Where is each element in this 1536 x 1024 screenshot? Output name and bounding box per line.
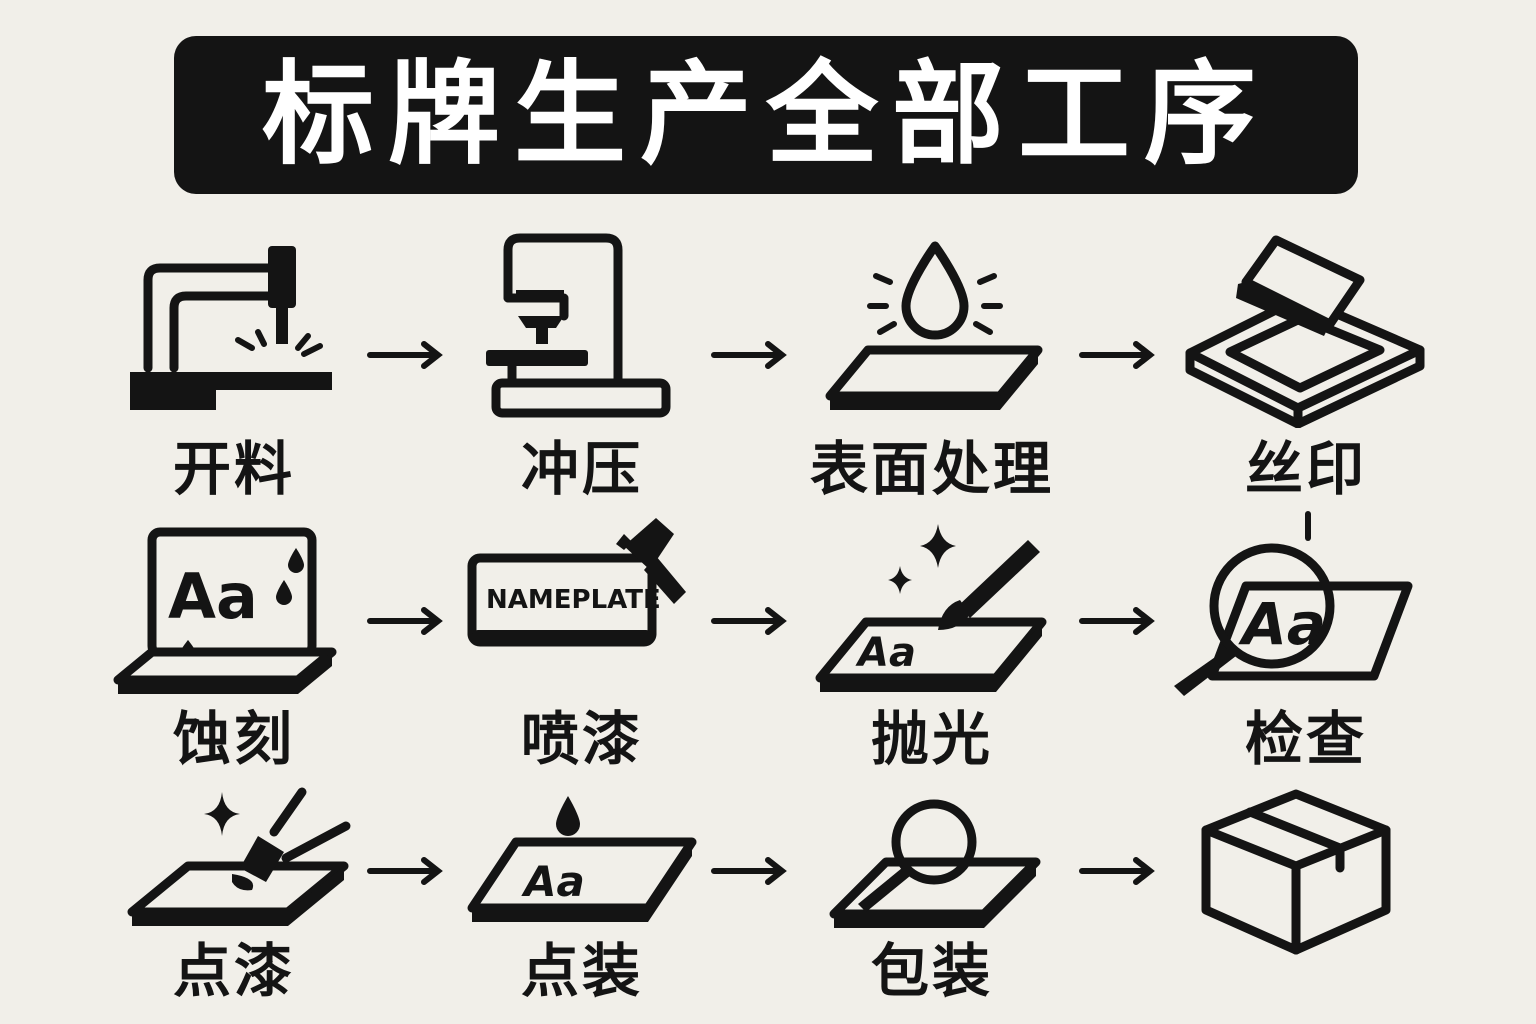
polishing-icon: Aa [810,510,1060,710]
right-arrow-icon [710,606,790,636]
spot-assembly-icon: Aa [456,778,706,978]
step-label-polishing: 抛光 [870,705,993,773]
title-banner: 标牌生产全部工序 [174,36,1358,194]
step-label-screen-printing: 丝印 [1244,435,1367,503]
packaging-inspection-icon [810,788,1060,988]
svg-text:Aa: Aa [855,630,916,676]
right-arrow-icon [1078,606,1158,636]
right-arrow-icon [366,856,446,886]
etching-icon: Aa [108,500,358,700]
svg-text:Aa: Aa [168,560,258,633]
step-label-spot-assembly: 点装 [520,937,643,1005]
stamping-press-icon [456,228,706,428]
inspection-magnifier-icon: Aa [1168,510,1418,710]
spot-painting-icon [108,774,358,974]
step-label-spray-painting: 喷漆 [520,705,643,773]
svg-text:Aa: Aa [521,857,585,906]
page-title: 标牌生产全部工序 [262,50,1270,180]
step-label-etching: 蚀刻 [172,705,295,773]
screen-printing-icon [1180,228,1430,428]
right-arrow-icon [710,340,790,370]
right-arrow-icon [1078,340,1158,370]
surface-treatment-drop-icon [810,228,1060,428]
step-label-inspection: 检查 [1244,705,1367,773]
right-arrow-icon [710,856,790,886]
step-label-stamping: 冲压 [520,435,643,503]
cutting-machine-icon [108,228,358,428]
step-label-surface-treatment: 表面处理 [809,435,1054,503]
svg-text:NAMEPLATE: NAMEPLATE [486,585,661,615]
step-label-spot-painting: 点漆 [172,937,295,1005]
right-arrow-icon [1078,856,1158,886]
step-label-packaging: 包装 [870,937,993,1005]
step-label-cutting: 开料 [172,435,295,503]
spray-painting-icon: NAMEPLATE [456,500,706,700]
box-icon [1180,778,1430,978]
right-arrow-icon [366,606,446,636]
right-arrow-icon [366,340,446,370]
